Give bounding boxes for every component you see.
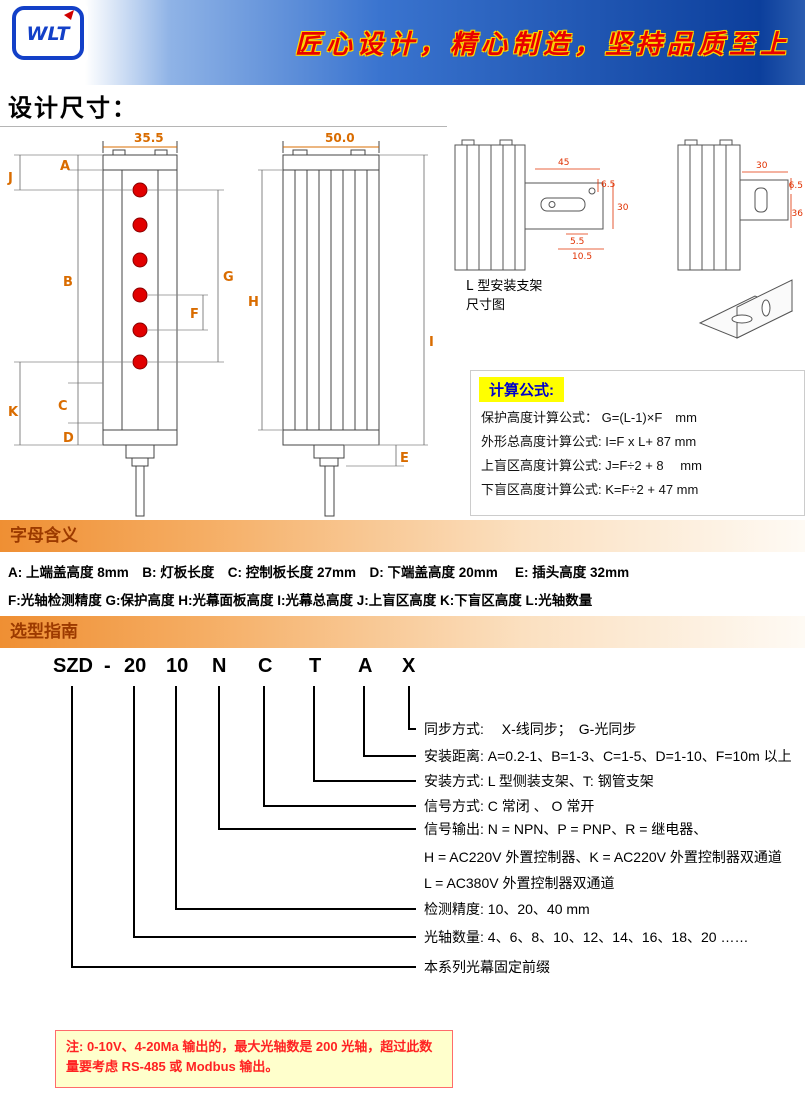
formula-panel: 计算公式: 保护高度计算公式： G=(L-1)×F mm 外形总高度计算公式: …: [470, 370, 805, 516]
letter-definitions-line2: F:光轴检测精度 G:保护高度 H:光幕面板高度 I:光幕总高度 J:上盲区高度…: [8, 593, 593, 608]
selector-description-signal: 信号方式: C 常闭 、 O 常开: [424, 798, 595, 814]
bracket-caption-line1: L 型安装支架: [466, 279, 542, 294]
dim-letter-C: C: [58, 399, 68, 414]
bracket2-dim-30: 30: [756, 161, 768, 171]
company-logo: WLT: [8, 3, 88, 63]
bracket-dim-45: 45: [558, 158, 569, 168]
dim-letter-H: H: [248, 295, 259, 310]
title-divider: [0, 126, 447, 127]
bracket-view-2: [677, 139, 789, 271]
bracket-caption: L 型安装支架 尺寸图: [466, 279, 542, 313]
header-slogan: 匠心设计，精心制造，坚持品质至上: [295, 29, 792, 59]
note-box: 注: 0-10V、4-20Ma 输出的，最大光轴数是 200 光轴，超过此数量要…: [55, 1030, 453, 1088]
formula-top-blind-zone: 上盲区高度计算公式: J=F÷2 + 8 mm: [481, 458, 702, 473]
selector-line: [71, 686, 73, 968]
model-code-resolution: 10: [166, 655, 189, 677]
beam-dot: [132, 354, 148, 370]
formula-total-height: 外形总高度计算公式: I=F x L+ 87 mm: [481, 434, 697, 449]
selector-line: [363, 686, 365, 757]
selector-line: [313, 686, 315, 782]
selector-line: [71, 966, 416, 968]
selector-line: [408, 728, 416, 730]
selector-line: [133, 936, 416, 938]
dim-letter-D: D: [63, 431, 74, 446]
beam-dot: [132, 322, 148, 338]
formula-protection-height: 保护高度计算公式： G=(L-1)×F mm: [481, 410, 697, 425]
side-view-drawing: [282, 141, 380, 517]
bracket-3d-sketch: [698, 279, 794, 339]
note-text: 注: 0-10V、4-20Ma 输出的，最大光轴数是 200 光轴，超过此数量要…: [66, 1039, 433, 1074]
selector-line: [133, 686, 135, 938]
bracket-view-1: [454, 139, 604, 271]
selector-description-beam-count: 光轴数量: 4、6、8、10、12、14、16、18、20 ……: [424, 929, 749, 945]
selector-description-resolution: 检测精度: 10、20、40 mm: [424, 901, 590, 917]
company-logo-icon: WLT: [12, 6, 84, 60]
bracket2-dim-36: 36: [792, 209, 804, 219]
model-code-signal: C: [258, 655, 273, 677]
beam-dot: [132, 217, 148, 233]
letters-banner: 字母含义: [0, 520, 805, 552]
dim-letter-G: G: [223, 270, 234, 285]
model-code-beam-count: 20: [124, 655, 147, 677]
formula-title: 计算公式:: [479, 377, 564, 402]
bracket-dim-5-5: 5.5: [570, 237, 584, 247]
letter-definitions-line1: A: 上端盖高度 8mm B: 灯板长度 C: 控制板长度 27mm D: 下端…: [8, 565, 630, 580]
logo-text: WLT: [27, 23, 72, 45]
selector-description-sync: 同步方式: X-线同步； G-光同步: [424, 721, 637, 737]
front-view-drawing: [102, 141, 178, 517]
dim-letter-B: B: [63, 275, 73, 290]
dim-letter-A: A: [60, 159, 70, 174]
bracket-dim-10-5: 10.5: [572, 252, 592, 262]
side-dimension-lines: [258, 154, 428, 467]
dim-letter-K: K: [8, 405, 19, 420]
selector-line: [175, 686, 177, 910]
bracket-dim-6-5: 6.5: [601, 180, 615, 190]
selector-description-distance: 安装距离: A=0.2-1、B=1-3、C=1-5、D=1-10、F=10m 以…: [424, 748, 792, 764]
dimension-drawing: 35.5 50.0 A B C D J K G F H I E: [7, 131, 803, 517]
model-code-distance: A: [358, 655, 373, 677]
model-code-sync: X: [402, 655, 416, 677]
model-code-mounting: T: [309, 655, 322, 677]
selector-line: [263, 805, 416, 807]
dim-letter-E: E: [400, 451, 409, 466]
page-title: 设计尺寸：: [8, 95, 138, 122]
formula-bottom-blind-zone: 下盲区高度计算公式: K=F÷2 + 47 mm: [481, 482, 699, 497]
model-code-output: N: [212, 655, 227, 677]
model-code-dash: -: [104, 655, 111, 677]
dim-letter-I: I: [429, 335, 434, 350]
selector-description-output: 信号输出: N = NPN、P = PNP、R = 继电器、: [424, 821, 708, 837]
selection-banner: 选型指南: [0, 616, 805, 648]
side-width-label: 50.0: [325, 131, 355, 145]
dimension-letters: 35.5 50.0 A B C D J K G F H I E: [7, 131, 434, 466]
dim-letter-F: F: [190, 307, 199, 322]
selector-line: [363, 755, 416, 757]
selector-description-output-h: H = AC220V 外置控制器、K = AC220V 外置控制器双通道: [424, 849, 782, 865]
page-header: WLT 匠心设计，精心制造，坚持品质至上: [0, 0, 805, 85]
model-code-prefix: SZD: [53, 655, 93, 677]
bracket-dims-1: 45 6.5 30 5.5 10.5: [535, 158, 629, 262]
beam-dots: [132, 182, 148, 370]
selector-line: [263, 686, 265, 807]
bracket-caption-line2: 尺寸图: [466, 298, 505, 313]
beam-dot: [132, 252, 148, 268]
bracket2-dim-6-5: 6.5: [789, 181, 803, 191]
beam-dot: [132, 287, 148, 303]
front-dimension-lines: [14, 154, 224, 446]
selector-description-mounting: 安装方式: L 型侧装支架、T: 钢管支架: [424, 773, 654, 789]
selector-line: [313, 780, 416, 782]
selector-description-prefix: 本系列光幕固定前缀: [424, 959, 550, 975]
selector-line: [218, 686, 220, 830]
beam-dot: [132, 182, 148, 198]
selector-line: [175, 908, 416, 910]
selector-line: [408, 686, 410, 730]
dim-letter-J: J: [7, 171, 13, 186]
selector-line: [218, 828, 416, 830]
front-width-label: 35.5: [134, 131, 164, 145]
bracket-dim-30: 30: [617, 203, 629, 213]
bracket-dims-2: 30 6.5 36: [742, 161, 803, 228]
selector-description-output-l: L = AC380V 外置控制器双通道: [424, 875, 615, 891]
